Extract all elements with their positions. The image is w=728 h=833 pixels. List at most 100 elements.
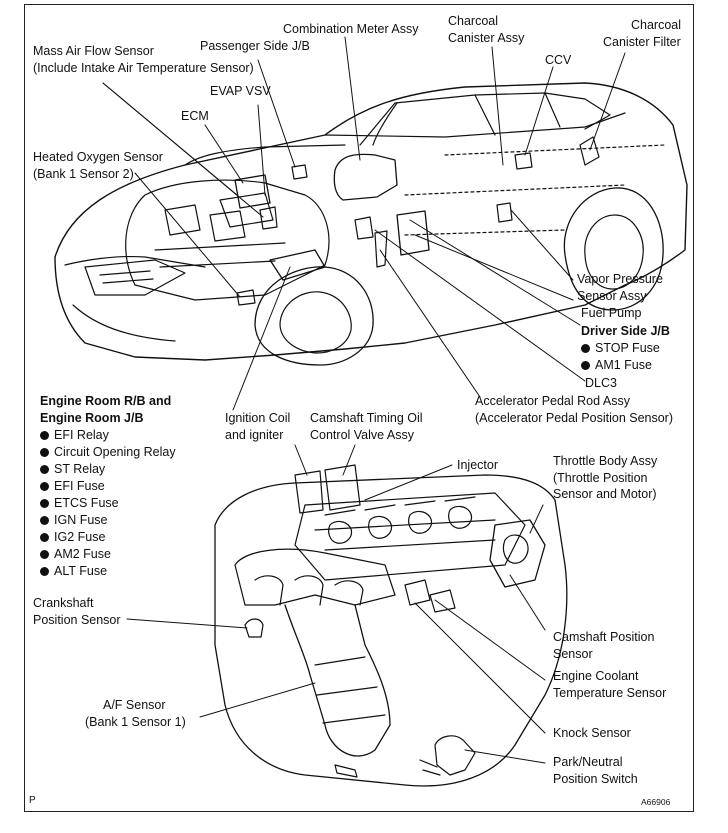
label-passenger-jb-text: Passenger Side J/B — [200, 39, 310, 53]
label-dlc3-text: DLC3 — [585, 376, 617, 390]
label-charcoal-canister: Charcoal Canister Assy — [448, 13, 524, 46]
engine-room-group: Engine Room R/B and Engine Room J/B EFI … — [40, 393, 176, 580]
label-line: Throttle Body Assy — [553, 454, 658, 468]
label-line: Position Switch — [553, 771, 638, 786]
label-crankshaft: Crankshaft Position Sensor — [33, 595, 121, 628]
bullet-icon — [581, 343, 590, 353]
label-park-neutral: Park/Neutral Position Switch — [553, 754, 638, 787]
engine-room-item-text: AM2 Fuse — [54, 547, 111, 561]
label-heated-o2-sensor: Heated Oxygen Sensor (Bank 1 Sensor 2) — [33, 149, 163, 182]
label-camshaft-position: Camshaft Position Sensor — [553, 629, 654, 662]
engine-room-item: IGN Fuse — [40, 512, 176, 529]
driver-jb-item-text: STOP Fuse — [595, 341, 660, 355]
component-location-illustration — [54, 36, 688, 787]
label-charcoal-canister-filter: Charcoal Canister Filter — [603, 17, 681, 50]
engine-room-item: ALT Fuse — [40, 563, 176, 580]
engine-room-item: AM2 Fuse — [40, 546, 176, 563]
bullet-icon — [40, 447, 49, 457]
label-line: Position Sensor — [33, 612, 121, 627]
engine-room-item-text: ST Relay — [54, 462, 106, 476]
bullet-icon — [40, 498, 49, 508]
label-dlc3: DLC3 — [585, 375, 617, 392]
engine-room-item: EFI Fuse — [40, 478, 176, 495]
driver-jb-title: Driver Side J/B — [581, 324, 670, 338]
label-line: (Accelerator Pedal Position Sensor) — [475, 410, 674, 425]
label-ecm: ECM — [181, 108, 209, 125]
bullet-icon — [40, 549, 49, 559]
engine-assembly — [214, 464, 568, 787]
engine-room-title: Engine Room R/B and — [40, 394, 172, 408]
label-knock-sensor-text: Knock Sensor — [553, 726, 631, 740]
label-line: Crankshaft — [33, 596, 94, 610]
label-injector-text: Injector — [457, 458, 498, 472]
label-vapor-pressure: Vapor Pressure Sensor Assy — [577, 271, 663, 304]
label-af-sensor: A/F Sensor (Bank 1 Sensor 1) — [85, 697, 186, 730]
label-ignition-coil: Ignition Coil and igniter — [225, 410, 290, 443]
label-line: Sensor and Motor) — [553, 487, 657, 501]
label-line: Canister Assy — [448, 30, 525, 45]
corner-mark-left: P — [29, 795, 36, 806]
engine-room-title: Engine Room J/B — [40, 411, 144, 425]
engine-room-item-text: EFI Fuse — [54, 479, 105, 493]
label-knock-sensor: Knock Sensor — [553, 725, 631, 742]
vehicle-outline — [54, 82, 688, 366]
label-line: (Throttle Position — [553, 470, 648, 485]
engine-room-item: EFI Relay — [40, 427, 176, 444]
driver-jb-item: AM1 Fuse — [581, 357, 670, 374]
engine-room-item-text: EFI Relay — [54, 428, 109, 442]
label-evap-vsv-text: EVAP VSV — [210, 84, 271, 98]
label-combination-meter: Combination Meter Assy — [283, 21, 418, 38]
bullet-icon — [40, 430, 49, 440]
label-throttle-body: Throttle Body Assy (Throttle Position Se… — [553, 453, 657, 503]
label-injector: Injector — [457, 457, 498, 474]
label-line: Canister Filter — [603, 34, 681, 49]
label-ccv: CCV — [545, 52, 571, 69]
label-line: Engine Coolant — [553, 669, 639, 683]
engine-room-item: ETCS Fuse — [40, 495, 176, 512]
engine-room-item: IG2 Fuse — [40, 529, 176, 546]
label-line: Park/Neutral — [553, 755, 623, 769]
label-fuel-pump-text: Fuel Pump — [581, 306, 642, 320]
label-line: (Bank 1 Sensor 2) — [33, 166, 134, 181]
label-camshaft-ocv: Camshaft Timing Oil Control Valve Assy — [310, 410, 423, 443]
driver-jb-item-text: AM1 Fuse — [595, 358, 652, 372]
engine-room-item: ST Relay — [40, 461, 176, 478]
bullet-icon — [40, 532, 49, 542]
driver-jb-item: STOP Fuse — [581, 340, 670, 357]
label-accel-pedal: Accelerator Pedal Rod Assy (Accelerator … — [475, 393, 673, 426]
bullet-icon — [581, 360, 590, 370]
bullet-icon — [40, 515, 49, 525]
label-fuel-pump: Fuel Pump — [581, 305, 641, 322]
vehicle-components — [234, 136, 600, 306]
bullet-icon — [40, 566, 49, 576]
label-coolant-temp: Engine Coolant Temperature Sensor — [553, 668, 666, 701]
driver-jb-group: Driver Side J/B STOP Fuse AM1 Fuse — [581, 323, 670, 374]
label-line: Charcoal — [448, 14, 499, 28]
leader-lines — [102, 36, 626, 764]
label-ecm-text: ECM — [181, 109, 209, 123]
engine-room-item: Circuit Opening Relay — [40, 444, 176, 461]
label-line: (Include Intake Air Temperature Sensor) — [33, 60, 254, 75]
diagram-frame: Combination Meter Assy Charcoal Canister… — [24, 4, 694, 812]
label-ccv-text: CCV — [545, 53, 572, 67]
label-line: Mass Air Flow Sensor — [33, 44, 154, 58]
label-line: Sensor — [553, 646, 593, 661]
label-line: (Bank 1 Sensor 1) — [85, 714, 186, 729]
label-line: and igniter — [225, 427, 284, 442]
engine-room-item-text: Circuit Opening Relay — [54, 445, 176, 459]
engine-room-item-text: ALT Fuse — [54, 564, 108, 578]
label-line: Camshaft Timing Oil — [310, 411, 423, 425]
label-passenger-jb: Passenger Side J/B — [200, 38, 310, 55]
engine-room-item-text: IG2 Fuse — [54, 530, 106, 544]
figure-code: A66906 — [641, 797, 671, 807]
label-line: Control Valve Assy — [310, 427, 414, 442]
label-combination-meter-text: Combination Meter Assy — [283, 22, 419, 36]
label-line: Heated Oxygen Sensor — [33, 150, 163, 164]
bullet-icon — [40, 464, 49, 474]
engine-room-item-text: IGN Fuse — [54, 513, 108, 527]
bullet-icon — [40, 481, 49, 491]
label-line: Ignition Coil — [225, 411, 291, 425]
label-line: Camshaft Position — [553, 630, 655, 644]
engine-room-item-text: ETCS Fuse — [54, 496, 119, 510]
label-line: A/F Sensor — [103, 698, 166, 712]
